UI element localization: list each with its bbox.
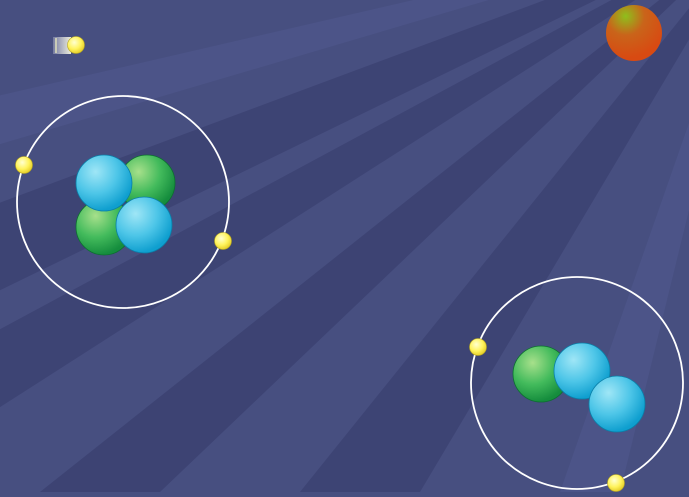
nucleus [512,342,646,433]
nucleus [75,154,176,256]
fireball-icon [606,5,662,61]
electron [214,232,232,250]
atom-helium-4 [15,95,232,309]
electron [15,156,33,174]
atom-helium-3 [469,276,684,492]
electron [469,338,487,356]
electron [607,474,625,492]
electron [67,36,85,54]
electron-with-motion-trail-icon [53,37,71,54]
orbit [16,95,230,309]
moving-electron [53,36,85,54]
proton [75,154,133,212]
proton [588,375,646,433]
proton [115,196,173,254]
orbit [470,276,684,490]
